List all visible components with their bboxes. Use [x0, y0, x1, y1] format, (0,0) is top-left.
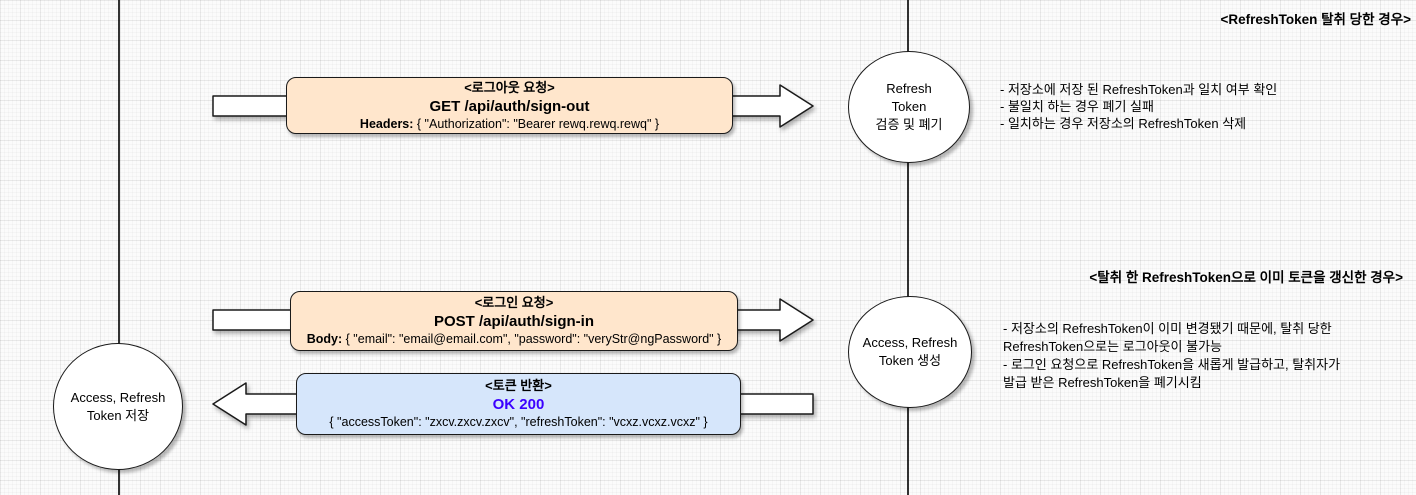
- node-token-store-line: Token 저장: [86, 407, 150, 423]
- node-token-store-line: Access, Refresh: [70, 389, 166, 405]
- note-case1: - 저장소에 저장 된 RefreshToken과 일치 여부 확인 - 불일치…: [1000, 81, 1277, 132]
- response-status: OK 200: [492, 396, 545, 413]
- token-response-title: <토큰 반환>: [485, 378, 552, 393]
- signin-body-label: Body:: [306, 332, 343, 346]
- node-token-store: Access, Refresh Token 저장: [53, 343, 183, 470]
- token-response-box: <토큰 반환> OK 200 { "accessToken": "zxcv.zx…: [296, 373, 741, 435]
- signout-request-box: <로그아웃 요청> GET /api/auth/sign-out Headers…: [286, 77, 733, 134]
- signin-request-box: <로그인 요청> POST /api/auth/sign-in Body: { …: [290, 291, 738, 351]
- signin-body: Body: { "email": "email@email.com", "pas…: [307, 331, 722, 348]
- signin-method: POST /api/auth/sign-in: [433, 313, 594, 330]
- node-token-generate-line: Access, Refresh: [862, 335, 958, 350]
- token-response-payload: { "accessToken": "zxcv.zxcv.zxcv", "refr…: [329, 415, 708, 429]
- node-verify-revoke-line: Token: [891, 99, 927, 114]
- note-case2-line: - 저장소의 RefreshToken이 이미 변경됐기 때문에, 탈취 당한: [1003, 321, 1332, 336]
- note-case2-line: 발급 받은 RefreshToken을 폐기시킴: [1003, 375, 1202, 390]
- node-verify-revoke-line: Refresh: [886, 81, 932, 96]
- signout-headers-label: Headers:: [359, 116, 414, 131]
- note-case2-line: RefreshToken으로는 로그아웃이 불가능: [1003, 339, 1222, 354]
- case2-title: <탈취 한 RefreshToken으로 이미 토큰을 갱신한 경우>: [1089, 270, 1403, 285]
- node-token-generate: Access, Refresh Token 생성: [848, 296, 972, 408]
- signin-title: <로그인 요청>: [474, 295, 554, 310]
- signout-method: GET /api/auth/sign-out: [429, 97, 590, 115]
- note-case1-line: - 일치하는 경우 저장소의 RefreshToken 삭제: [1000, 116, 1247, 131]
- signout-headers: Headers: { "Authorization": "Bearer rewq…: [360, 116, 659, 133]
- node-token-generate-line: Token 생성: [878, 353, 942, 368]
- node-verify-revoke-line: 검증 및 폐기: [875, 117, 943, 132]
- note-case2-line: - 로그인 요청으로 RefreshToken을 새롭게 발급하고, 탈취자가: [1003, 357, 1341, 372]
- note-case1-line: - 불일치 하는 경우 폐기 실패: [1000, 99, 1154, 114]
- case1-title: <RefreshToken 탈취 당한 경우>: [1220, 12, 1411, 27]
- signout-title: <로그아웃 요청>: [464, 79, 555, 95]
- note-case1-line: - 저장소에 저장 된 RefreshToken과 일치 여부 확인: [1000, 82, 1278, 97]
- signin-body-value: { "email": "email@email.com", "password"…: [345, 332, 722, 346]
- note-case2: - 저장소의 RefreshToken이 이미 변경됐기 때문에, 탈취 당한 …: [1003, 320, 1340, 392]
- signout-headers-value: { "Authorization": "Bearer rewq.rewq.rew…: [416, 116, 660, 131]
- node-verify-revoke: Refresh Token 검증 및 폐기: [848, 51, 970, 163]
